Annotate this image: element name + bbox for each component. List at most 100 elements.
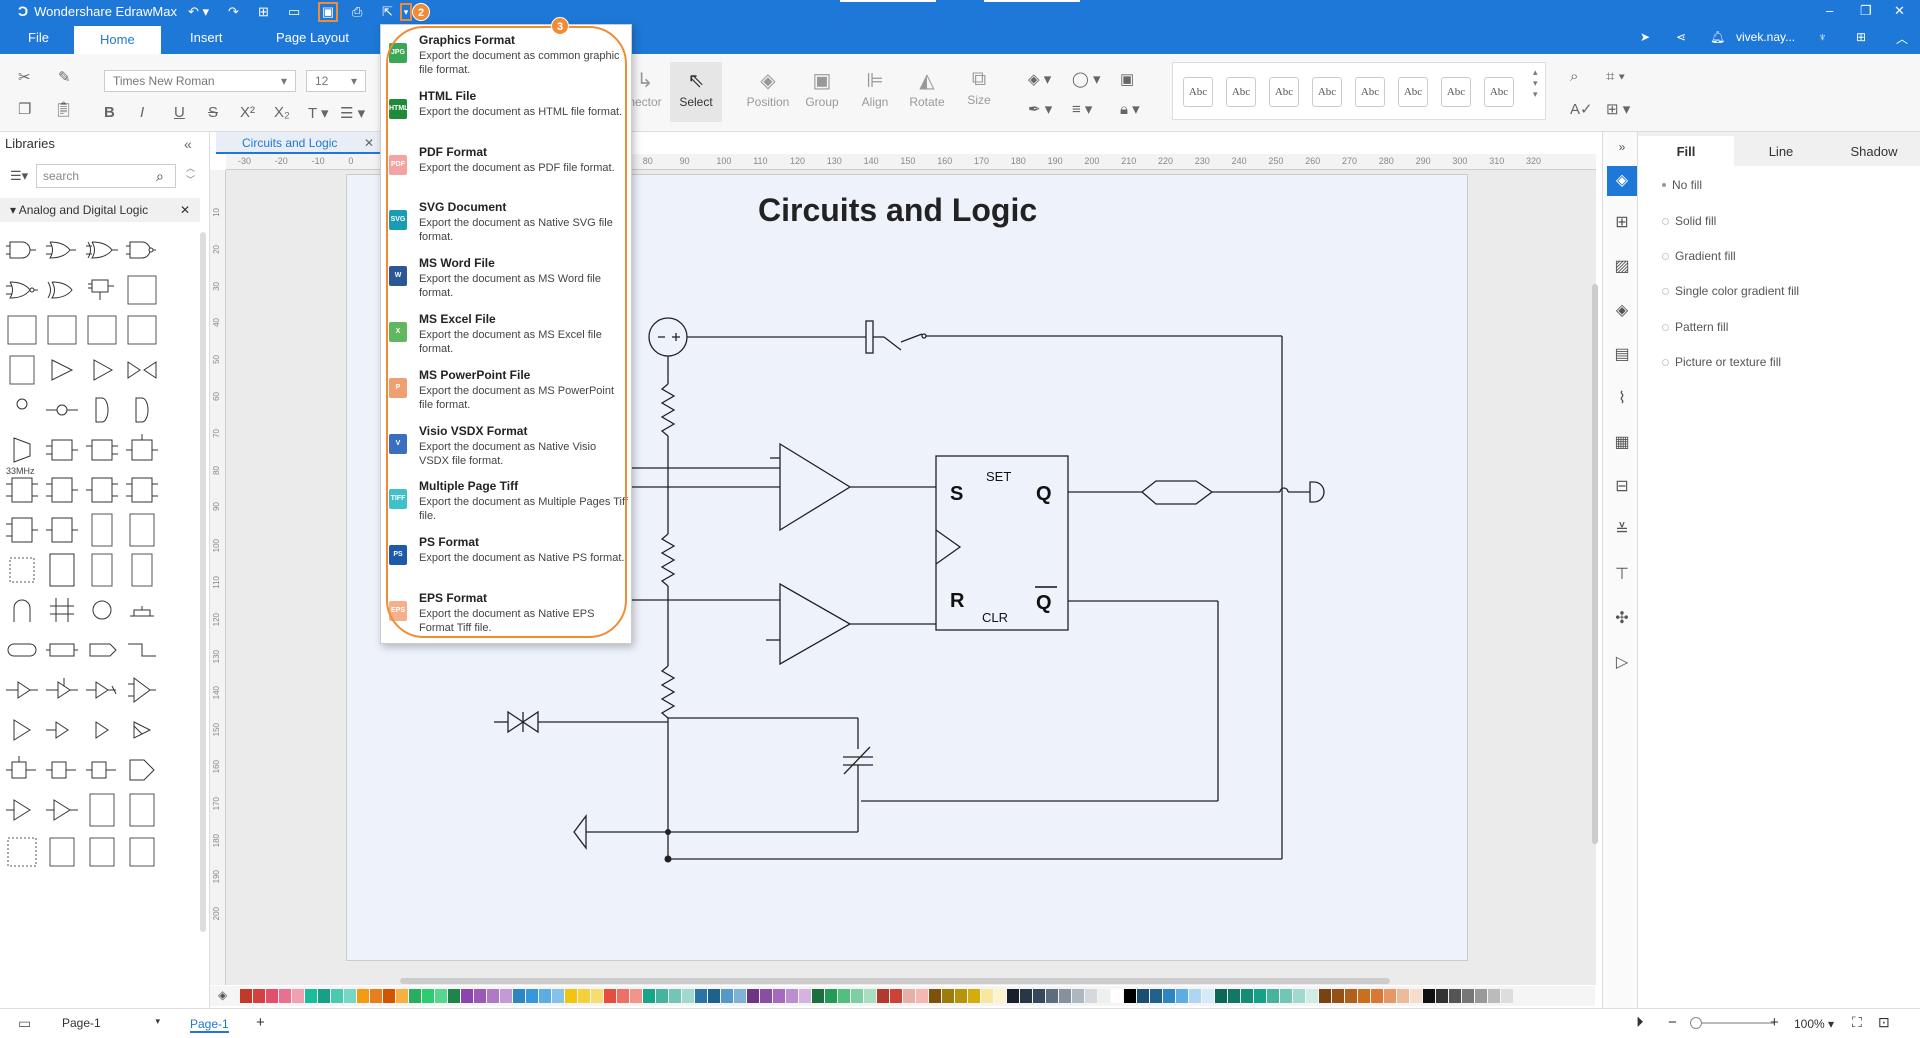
library-shape[interactable] xyxy=(84,552,120,588)
color-swatch[interactable] xyxy=(1150,989,1162,1003)
chart-icon[interactable]: ⌇ xyxy=(1618,390,1626,407)
subscript-icon[interactable]: X₂ xyxy=(274,104,290,121)
color-swatch[interactable] xyxy=(1358,989,1370,1003)
library-shape[interactable] xyxy=(124,352,160,388)
layers-icon[interactable]: ◈ xyxy=(1615,302,1629,319)
page-tab[interactable]: Page-1 xyxy=(190,1017,229,1033)
color-swatch[interactable] xyxy=(734,989,746,1003)
library-shape[interactable] xyxy=(44,712,80,748)
library-shape[interactable] xyxy=(84,312,120,348)
more-tools-icon[interactable]: ⊞ ▾ xyxy=(1606,101,1631,118)
menu-file[interactable]: File xyxy=(28,30,49,45)
color-swatch[interactable] xyxy=(695,989,707,1003)
color-swatch[interactable] xyxy=(838,989,850,1003)
crop-icon[interactable]: ⌗ ▾ xyxy=(1606,68,1625,85)
rotate-button[interactable]: ◭Rotate xyxy=(909,70,945,109)
font-size-select[interactable]: 12▾ xyxy=(306,70,366,92)
color-swatch[interactable] xyxy=(383,989,395,1003)
page-view-icon[interactable]: ▭ xyxy=(18,1015,32,1031)
color-swatch[interactable] xyxy=(305,989,317,1003)
play-icon[interactable]: ⏵ xyxy=(1636,1014,1644,1031)
frame-icon[interactable]: ▣ xyxy=(1120,71,1135,88)
library-shape[interactable] xyxy=(44,512,80,548)
restore-icon[interactable]: ❐ xyxy=(1860,3,1872,18)
fill-picker-icon[interactable]: ◈ xyxy=(218,988,228,1002)
color-swatch[interactable] xyxy=(1475,989,1487,1003)
library-shape[interactable] xyxy=(44,432,80,468)
color-swatch[interactable] xyxy=(1410,989,1422,1003)
library-shape[interactable] xyxy=(84,712,120,748)
color-swatch[interactable] xyxy=(578,989,590,1003)
color-swatch[interactable] xyxy=(929,989,941,1003)
timeline-icon[interactable]: ≚ xyxy=(1615,522,1629,539)
color-swatch[interactable] xyxy=(1293,989,1305,1003)
underline-icon[interactable]: U xyxy=(174,104,185,121)
library-shape[interactable] xyxy=(4,672,40,708)
fill-panel-icon[interactable]: ◈ xyxy=(1607,166,1637,196)
color-swatch[interactable] xyxy=(955,989,967,1003)
library-shape[interactable] xyxy=(124,232,160,268)
library-shape[interactable] xyxy=(84,752,120,788)
color-swatch[interactable] xyxy=(1280,989,1292,1003)
search-icon[interactable]: ⌕ xyxy=(156,168,164,184)
mind-map-icon[interactable]: ✣ xyxy=(1615,610,1629,627)
style-preset[interactable]: Abc xyxy=(1269,77,1299,107)
undo-icon[interactable]: ↶ ▾ xyxy=(188,4,210,19)
library-shape[interactable] xyxy=(44,832,80,868)
color-swatch[interactable] xyxy=(1462,989,1474,1003)
library-shape[interactable] xyxy=(4,472,40,508)
save-icon[interactable]: ▣ xyxy=(318,2,338,22)
color-swatch[interactable] xyxy=(292,989,304,1003)
share-icon[interactable]: ⋖ xyxy=(1676,30,1687,44)
horizontal-scrollbar[interactable] xyxy=(400,978,1390,984)
library-shape[interactable] xyxy=(124,272,160,308)
library-shape[interactable] xyxy=(44,392,80,428)
library-shape[interactable] xyxy=(44,632,80,668)
color-swatch[interactable] xyxy=(370,989,382,1003)
copy-icon[interactable]: ❐ xyxy=(18,101,32,118)
color-swatch[interactable] xyxy=(851,989,863,1003)
fill-option[interactable]: Pattern fill xyxy=(1662,320,1728,334)
library-shape[interactable] xyxy=(4,592,40,628)
circuit-diagram[interactable]: S Q R Q SET CLR xyxy=(346,174,1468,961)
library-scroll-arrows-icon[interactable]: ︿﹀ xyxy=(186,163,196,185)
library-shape[interactable] xyxy=(44,672,80,708)
library-shape[interactable] xyxy=(84,792,120,828)
style-preset[interactable]: Abc xyxy=(1484,77,1514,107)
color-swatch[interactable] xyxy=(604,989,616,1003)
italic-icon[interactable]: I xyxy=(140,104,145,121)
tab-shadow[interactable]: Shadow xyxy=(1850,144,1898,159)
color-swatch[interactable] xyxy=(266,989,278,1003)
style-preset[interactable]: Abc xyxy=(1398,77,1428,107)
color-swatch[interactable] xyxy=(474,989,486,1003)
color-swatch[interactable] xyxy=(968,989,980,1003)
library-shape[interactable] xyxy=(84,432,120,468)
fill-option[interactable]: Solid fill xyxy=(1662,214,1716,228)
color-swatch[interactable] xyxy=(812,989,824,1003)
color-swatch[interactable] xyxy=(630,989,642,1003)
color-swatch[interactable] xyxy=(773,989,785,1003)
color-swatch[interactable] xyxy=(1046,989,1058,1003)
style-preset[interactable]: Abc xyxy=(1312,77,1342,107)
color-swatch[interactable] xyxy=(981,989,993,1003)
library-shape[interactable] xyxy=(124,792,160,828)
library-shape[interactable] xyxy=(84,232,120,268)
color-swatch[interactable] xyxy=(1202,989,1214,1003)
library-shape[interactable] xyxy=(4,352,40,388)
library-shape[interactable] xyxy=(84,352,120,388)
library-shape[interactable] xyxy=(44,792,80,828)
color-swatch[interactable] xyxy=(1319,989,1331,1003)
page-select[interactable]: Page-1▾ xyxy=(62,1016,160,1030)
collapse-ribbon-icon[interactable]: ︿ xyxy=(1896,32,1909,46)
fullscreen-icon[interactable]: ⊡ xyxy=(1878,1014,1890,1030)
publish-icon[interactable]: ➤ xyxy=(1640,30,1651,44)
library-shape[interactable] xyxy=(124,672,160,708)
library-shape[interactable] xyxy=(4,832,40,868)
library-shape[interactable] xyxy=(124,712,160,748)
user-name[interactable]: vivek.nay... xyxy=(1736,30,1796,44)
page-icon[interactable]: ▤ xyxy=(1614,346,1630,363)
find-replace-icon[interactable]: ⌕ xyxy=(1570,68,1579,85)
